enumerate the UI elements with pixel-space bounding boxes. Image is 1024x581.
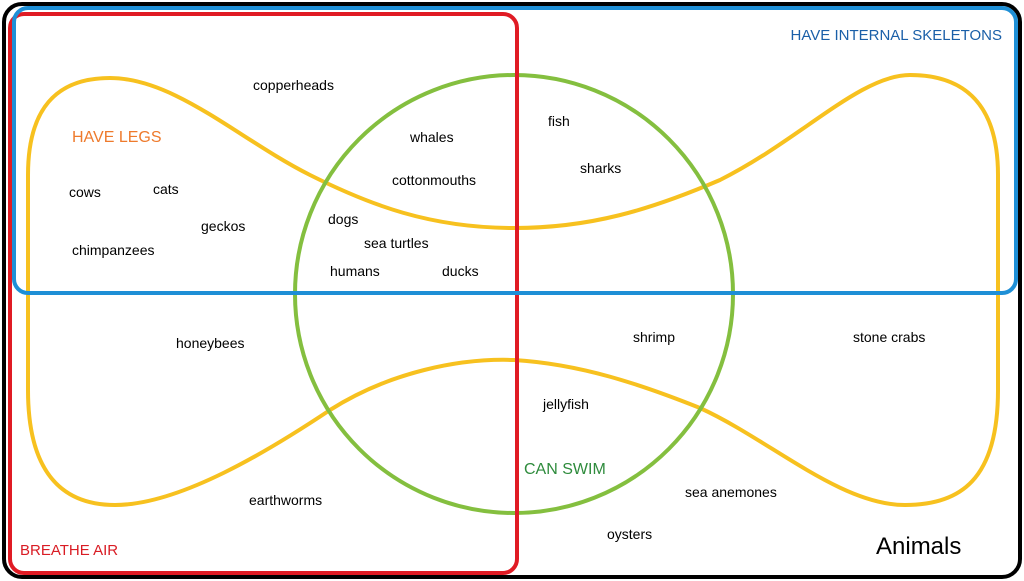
animal-dogs: dogs <box>328 211 358 227</box>
label-animals: Animals <box>876 533 961 560</box>
animal-humans: humans <box>330 263 380 279</box>
animal-oysters: oysters <box>607 526 652 542</box>
label-internal-skeletons: HAVE INTERNAL SKELETONS <box>791 27 1002 44</box>
animal-copperheads: copperheads <box>253 77 334 93</box>
label-can-swim: CAN SWIM <box>524 461 606 478</box>
animal-honeybees: honeybees <box>176 335 245 351</box>
animal-cats: cats <box>153 181 179 197</box>
animal-sea-turtles: sea turtles <box>364 235 429 251</box>
animal-jellyfish: jellyfish <box>542 396 589 412</box>
have-legs-region <box>26 72 1000 508</box>
animal-cottonmouths: cottonmouths <box>392 172 476 188</box>
label-have-legs: HAVE LEGS <box>72 129 162 146</box>
animal-fish: fish <box>548 113 570 129</box>
animal-cows: cows <box>69 184 101 200</box>
internal-skeletons-region <box>12 6 1018 295</box>
animal-whales: whales <box>409 129 454 145</box>
animal-stone-crabs: stone crabs <box>853 329 925 345</box>
animal-shrimp: shrimp <box>633 329 675 345</box>
animal-earthworms: earthworms <box>249 492 322 508</box>
animal-ducks: ducks <box>442 263 479 279</box>
animal-sea-anemones: sea anemones <box>685 484 777 500</box>
animal-sharks: sharks <box>580 160 621 176</box>
animal-geckos: geckos <box>201 218 245 234</box>
animal-chimpanzees: chimpanzees <box>72 242 155 258</box>
label-breathe-air: BREATHE AIR <box>20 542 118 559</box>
